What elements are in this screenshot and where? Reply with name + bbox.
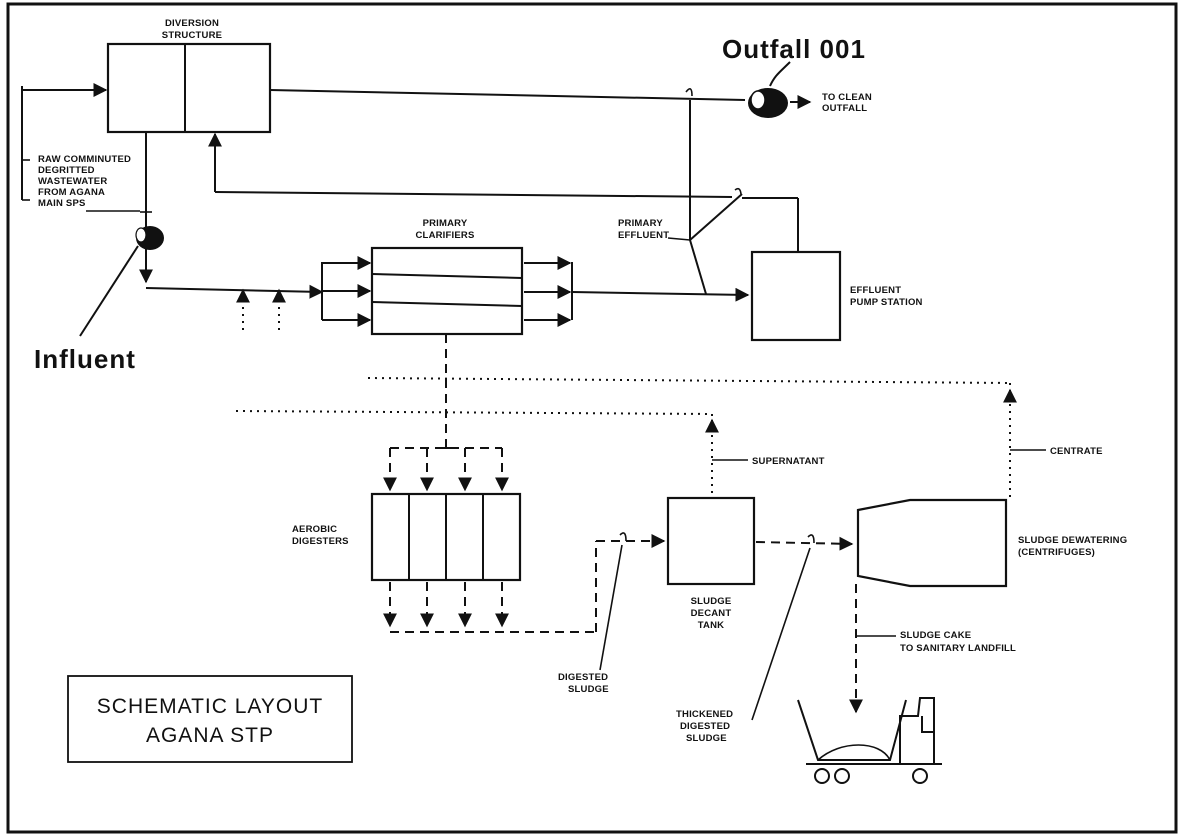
diversion-structure: DIVERSION STRUCTURE	[106, 18, 272, 134]
svg-text:DECANT: DECANT	[691, 608, 732, 619]
supernatant-label: SUPERNATANT	[712, 456, 825, 467]
digester-outlets	[383, 532, 666, 671]
clarifiers-label-1: PRIMARY	[423, 218, 468, 229]
raw-label-2: DEGRITTED	[38, 165, 95, 176]
pump-label-2: PUMP STATION	[850, 297, 923, 308]
title-line-2: AGANA STP	[146, 724, 274, 747]
svg-text:SLUDGE: SLUDGE	[691, 596, 732, 607]
raw-influent-line	[21, 83, 108, 201]
raw-label-1: RAW COMMINUTED	[38, 154, 131, 165]
clarifier-inlet	[321, 256, 372, 327]
influent-marker: Influent	[34, 226, 164, 374]
svg-text:DIGESTED: DIGESTED	[558, 672, 608, 683]
feed-arrows	[236, 288, 286, 330]
outer-border	[6, 2, 1178, 834]
svg-text:SUPERNATANT: SUPERNATANT	[752, 456, 825, 467]
schematic-title-box: SCHEMATIC LAYOUT AGANA STP	[67, 675, 353, 763]
svg-text:SLUDGE DEWATERING: SLUDGE DEWATERING	[1018, 535, 1127, 546]
svg-text:(CENTRIFUGES): (CENTRIFUGES)	[1018, 547, 1095, 558]
sludge-cake-line: SLUDGE CAKE TO SANITARY LANDFILL	[849, 584, 1016, 714]
clarifier-outlet	[524, 256, 750, 327]
to-clean-label-1: TO CLEAN	[822, 92, 872, 103]
svg-text:DIGESTED: DIGESTED	[680, 721, 730, 732]
primary-effluent-label-1: PRIMARY	[618, 218, 663, 229]
sludge-decant-tank: SLUDGE DECANT TANK	[666, 496, 756, 631]
dotted-return-lines	[235, 377, 1017, 500]
svg-text:SLUDGE: SLUDGE	[686, 733, 727, 744]
primary-effluent-line: PRIMARY EFFLUENT	[618, 100, 743, 295]
centrate-label: CENTRATE	[1010, 446, 1103, 457]
outfall-line: TO CLEAN OUTFALL	[269, 88, 872, 114]
effluent-pump-station: EFFLUENT PUMP STATION	[750, 250, 923, 342]
svg-text:SLUDGE CAKE: SLUDGE CAKE	[900, 630, 971, 641]
svg-text:CENTRATE: CENTRATE	[1050, 446, 1103, 457]
outfall-callout: Outfall 001	[722, 34, 866, 64]
sludge-dewatering-centrifuges: SLUDGE DEWATERING (CENTRIFUGES)	[856, 498, 1127, 588]
raw-wastewater-label: RAW COMMINUTED DEGRITTED WASTEWATER FROM…	[38, 154, 140, 212]
influent-callout: Influent	[34, 344, 136, 374]
svg-text:SLUDGE: SLUDGE	[568, 684, 609, 695]
decant-to-centrifuge	[751, 534, 854, 721]
diversion-label-1: DIVERSION	[165, 18, 219, 29]
primary-clarifiers: PRIMARY CLARIFIERS	[370, 218, 524, 336]
thickened-sludge-label: THICKENED DIGESTED SLUDGE	[676, 709, 733, 744]
aerobic-label-2: DIGESTERS	[292, 536, 349, 547]
svg-text:TO SANITARY LANDFILL: TO SANITARY LANDFILL	[900, 643, 1016, 654]
raw-label-3: WASTEWATER	[38, 176, 107, 187]
title-line-1: SCHEMATIC LAYOUT	[97, 695, 323, 718]
svg-text:TANK: TANK	[698, 620, 724, 631]
outfall-001-marker: Outfall 001	[722, 34, 866, 118]
aerobic-digesters: AEROBIC DIGESTERS	[292, 492, 522, 582]
return-line	[208, 132, 799, 252]
pump-label-1: EFFLUENT	[850, 285, 901, 296]
primary-effluent-label-2: EFFLUENT	[618, 230, 669, 241]
svg-text:THICKENED: THICKENED	[676, 709, 733, 720]
raw-label-5: MAIN SPS	[38, 198, 86, 209]
clarifier-to-digesters	[383, 334, 509, 492]
influent-main-line	[139, 132, 324, 299]
diversion-label-2: STRUCTURE	[162, 30, 222, 41]
to-clean-label-2: OUTFALL	[822, 103, 867, 114]
aerobic-label-1: AEROBIC	[292, 524, 337, 535]
clarifiers-label-2: CLARIFIERS	[416, 230, 475, 241]
raw-label-4: FROM AGANA	[38, 187, 105, 198]
digested-sludge-label: DIGESTED SLUDGE	[558, 672, 609, 695]
truck-icon	[797, 697, 942, 784]
